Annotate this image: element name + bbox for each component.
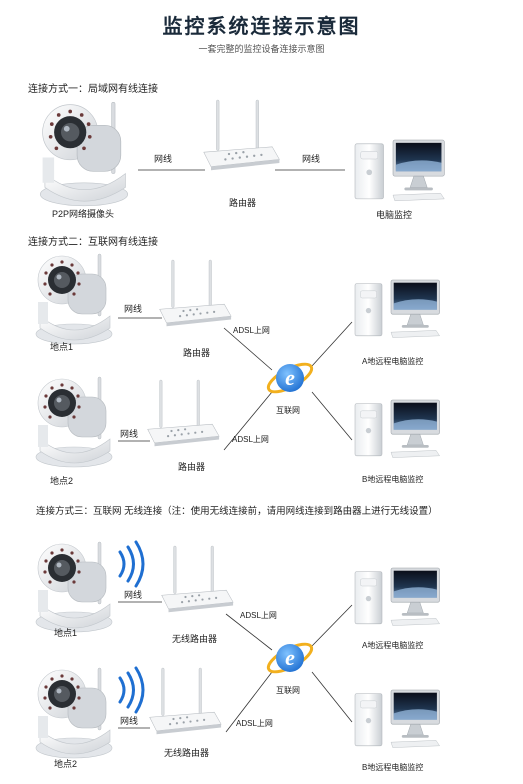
section1-heading: 连接方式一：局域网有线连接 [28, 84, 158, 95]
s3-inet-pcB [311, 671, 353, 723]
s3-cable1-label: 网线 [124, 590, 143, 600]
s3-pcA-label: A地远程电脑监控 [362, 641, 424, 650]
s2-cable1-label: 网线 [124, 304, 143, 314]
s3-site2-label: 地点2 [54, 759, 78, 769]
s1-cable1-label: 网线 [154, 154, 173, 164]
s1-computer-icon [354, 139, 445, 202]
s1-camera-icon [39, 101, 129, 207]
s3-wifi2-icon [118, 666, 145, 714]
s3-pcB-label: B地远程电脑监控 [362, 763, 424, 772]
s1-cable2-label: 网线 [302, 154, 321, 164]
s2-inet-pcA [311, 321, 353, 367]
s1-camera-label: P2P网络摄像头 [52, 209, 115, 219]
s2-computerB-icon [354, 399, 441, 459]
s2-internet-label: 互联网 [276, 406, 300, 415]
s2-inet-pcB [311, 391, 353, 441]
s3-computerA-icon [354, 567, 441, 627]
s3-camera1-icon [35, 541, 113, 633]
s2-site1-label: 地点1 [50, 342, 74, 352]
s2-router1-icon [159, 259, 232, 327]
s2-computerA-icon [354, 279, 441, 339]
s1-router-label: 路由器 [229, 198, 257, 208]
section2-heading: 连接方式二：互联网有线连接 [28, 237, 158, 248]
s3-router2-icon [149, 667, 222, 735]
s3-internet-label: 互联网 [276, 686, 300, 695]
s2-adsl1-label: ADSL上网 [233, 326, 270, 335]
s2-router2-icon [147, 379, 220, 447]
s3-inet-pcA [311, 604, 353, 647]
section3-heading: 连接方式三：互联网 无线连接（注：使用无线连接前，请用网线连接到路由器上进行无线… [36, 506, 438, 517]
page-subtitle: 一套完整的监控设备连接示意图 [198, 44, 325, 54]
s1-computer-label: 电脑监控 [376, 210, 413, 220]
s2-camera1-icon [35, 253, 113, 345]
s2-site2-label: 地点2 [50, 476, 74, 486]
s3-wifi1-icon [118, 540, 145, 588]
s3-adsl2-line [225, 671, 273, 733]
s1-router-icon [203, 99, 280, 171]
s3-router1-icon [161, 545, 234, 613]
s2-pcA-label: A地远程电脑监控 [362, 357, 424, 366]
s3-router1-label: 无线路由器 [172, 634, 218, 644]
s2-internet-icon [263, 357, 317, 399]
s3-adsl1-line [225, 613, 273, 651]
s2-adsl2-line [223, 391, 273, 451]
s2-adsl1-line [223, 327, 273, 371]
s3-adsl2-label: ADSL上网 [236, 719, 273, 728]
s3-adsl1-label: ADSL上网 [240, 611, 277, 620]
s3-cable2-label: 网线 [120, 716, 139, 726]
s3-camera2-icon [35, 667, 113, 759]
s2-adsl2-label: ADSL上网 [232, 435, 269, 444]
s3-router2-label: 无线路由器 [164, 748, 210, 758]
s3-computerB-icon [354, 689, 441, 749]
s2-router2-label: 路由器 [178, 462, 206, 472]
s3-internet-icon [263, 637, 317, 679]
s2-camera2-icon [35, 376, 113, 468]
page-title: 监控系统连接示意图 [162, 16, 361, 38]
s2-router1-label: 路由器 [183, 348, 211, 358]
s3-site1-label: 地点1 [54, 628, 78, 638]
s2-pcB-label: B地远程电脑监控 [362, 475, 424, 484]
s2-cable2-label: 网线 [120, 429, 139, 439]
